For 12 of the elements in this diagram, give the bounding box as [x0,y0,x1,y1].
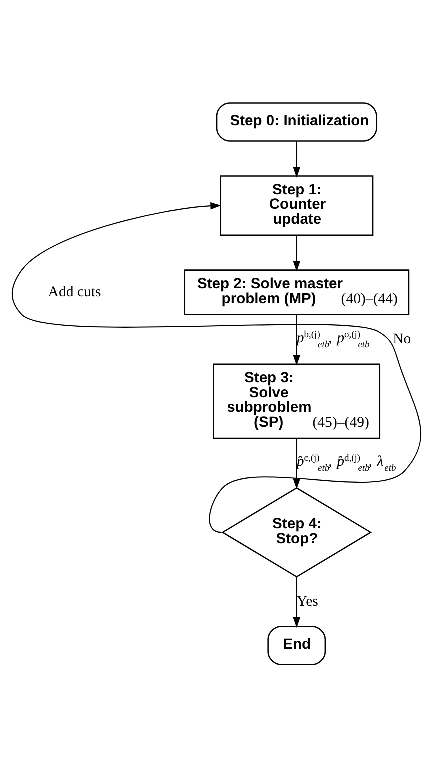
node-diamond: Step 4: Stop? [222,486,372,578]
node-box: Step 3: Solve subproblem (SP) (45)–(49) [213,363,381,439]
arrow [12,202,422,533]
node-box: Step 0: Initialization [216,102,378,142]
node-box: Step 2: Solve master problem (MP) (40)–(44) [184,269,410,315]
node-box: End [268,626,326,665]
node-box: Step 1: Counter update [220,175,374,236]
label: Add cuts [48,284,102,300]
edge-label: No [393,330,412,347]
arrow [293,235,301,272]
arrow [293,576,301,628]
arrow [293,140,301,178]
